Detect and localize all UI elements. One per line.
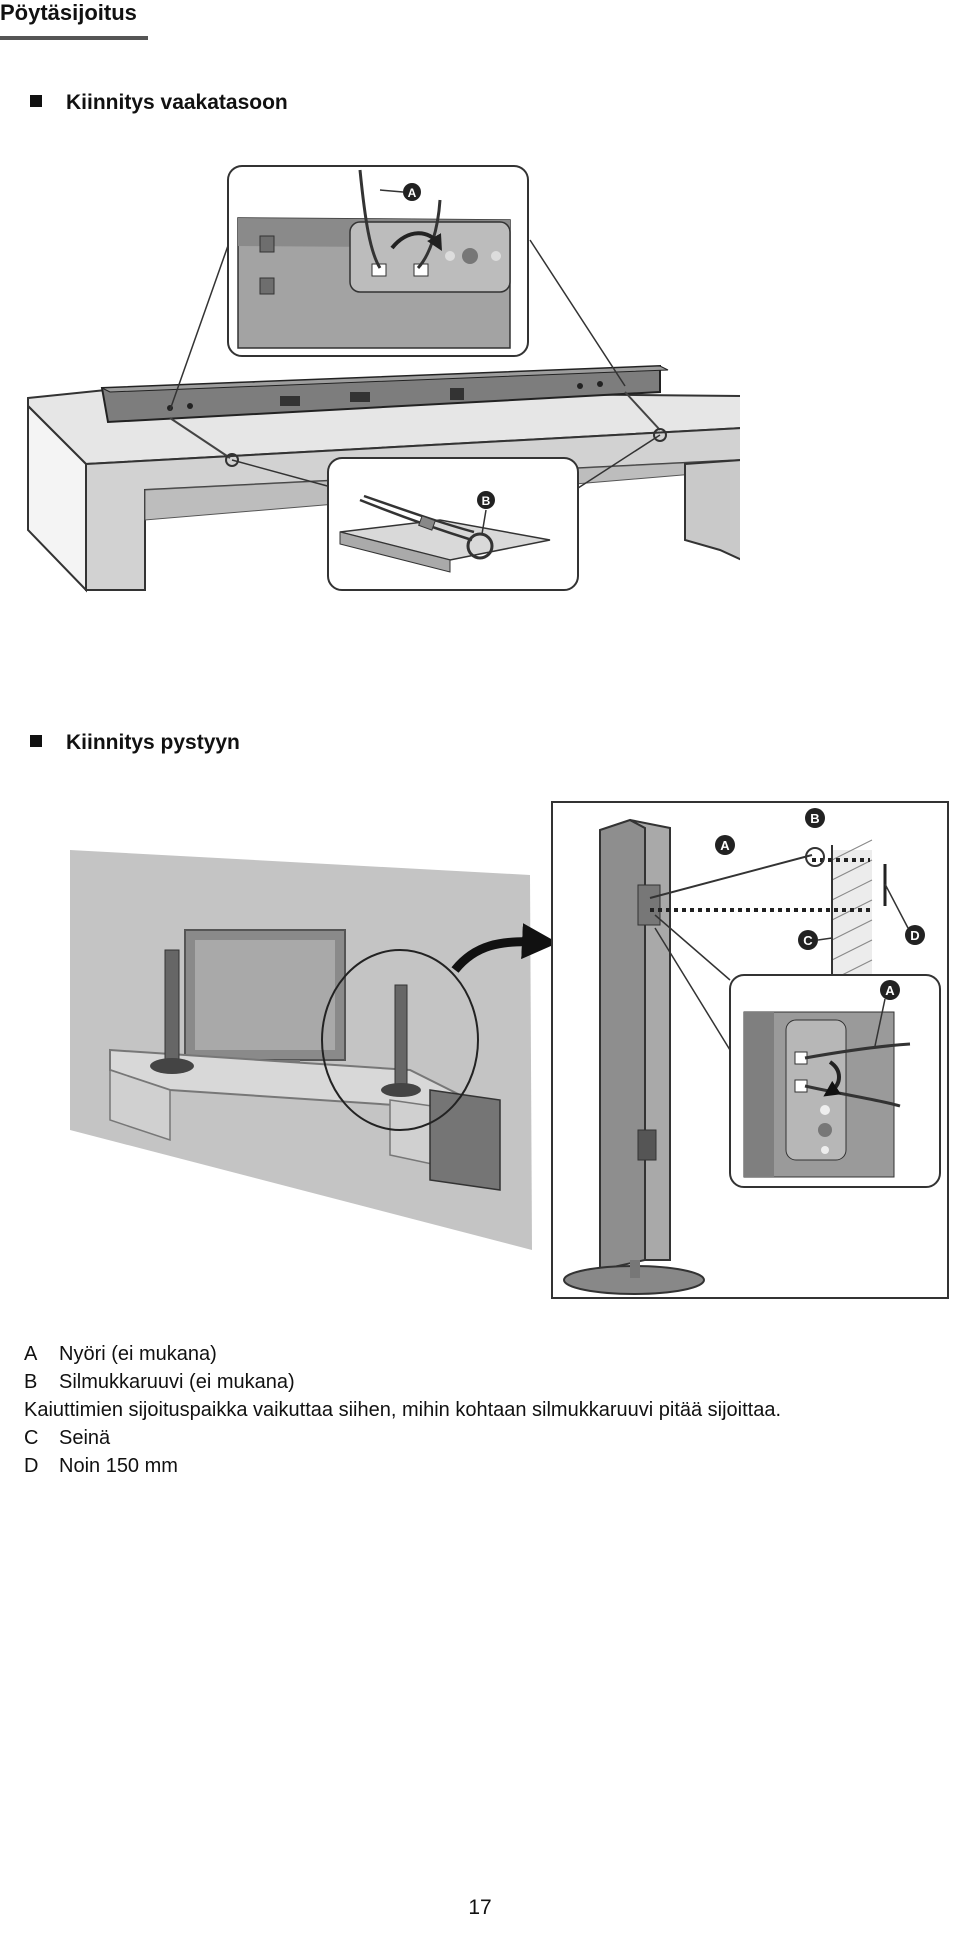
- horizontal-mount-figure: A B: [27, 165, 740, 593]
- legend-key: C: [24, 1427, 39, 1449]
- vertical-mount-figure: A B C D A: [70, 801, 949, 1299]
- inset-cord-detail: A: [227, 165, 529, 357]
- legend-text: Noin 150 mm: [59, 1455, 178, 1477]
- curved-arrow-icon: [451, 923, 558, 973]
- legend-key: A: [24, 1343, 38, 1365]
- callout-c: C: [803, 933, 813, 948]
- callout-b: B: [482, 494, 491, 508]
- page-number: 17: [468, 1896, 492, 1919]
- callout-d: D: [910, 928, 919, 943]
- legend-text: Nyöri (ei mukana): [59, 1343, 217, 1365]
- rotate-arrow-icon: [390, 231, 442, 251]
- legend-key: D: [24, 1455, 39, 1477]
- cord-lines: [169, 391, 667, 467]
- legend-item: A Nyöri (ei mukana): [24, 1340, 781, 1368]
- legend-text: Silmukkaruuvi (ei mukana): [59, 1371, 295, 1393]
- section-heading-horizontal: Kiinnitys vaakatasoon: [30, 90, 288, 116]
- callout-a: A: [885, 983, 895, 998]
- bullet-square-icon: [30, 95, 42, 107]
- legend-note: Kaiuttimien sijoituspaikka vaikuttaa sii…: [24, 1399, 782, 1421]
- section-heading-text: Kiinnitys vaakatasoon: [66, 91, 288, 114]
- section-heading-vertical: Kiinnitys pystyyn: [30, 730, 240, 756]
- section-heading-text: Kiinnitys pystyyn: [66, 731, 240, 754]
- tall-speaker-detail: A B C D A: [551, 801, 949, 1299]
- inset-eye-screw-detail: B: [327, 457, 579, 591]
- room-scene: [70, 850, 558, 1250]
- legend-text: Seinä: [59, 1427, 111, 1449]
- page-title: Pöytäsijoitus: [0, 0, 137, 25]
- bullet-square-icon: [30, 735, 42, 747]
- legend-item: C Seinä: [24, 1424, 781, 1452]
- sound-bar: [100, 364, 669, 424]
- callout-b: B: [810, 811, 819, 826]
- title-underline: [0, 36, 148, 40]
- legend-key: B: [24, 1371, 38, 1393]
- legend-item: D Noin 150 mm: [24, 1452, 781, 1480]
- legend-item: B Silmukkaruuvi (ei mukana): [24, 1368, 781, 1396]
- callout-a: A: [408, 186, 417, 200]
- callout-a: A: [720, 838, 730, 853]
- legend: A Nyöri (ei mukana) B Silmukkaruuvi (ei mu…: [24, 1340, 781, 1480]
- highlight-circle: [321, 949, 479, 1131]
